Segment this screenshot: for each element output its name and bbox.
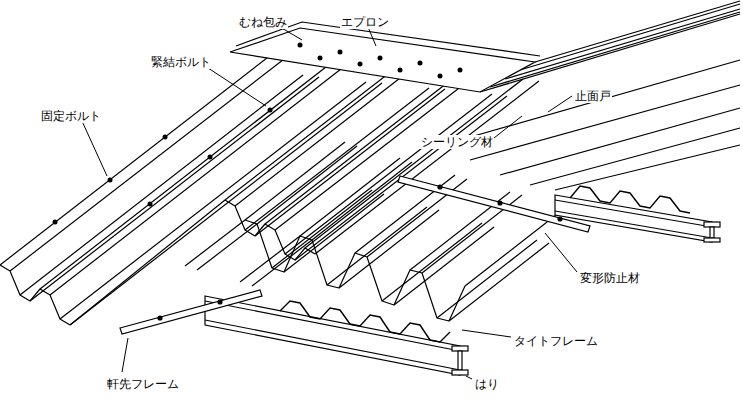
frames [120, 176, 590, 334]
label-holder: 固定ボルト [40, 106, 102, 124]
part-label: エプロン [340, 15, 390, 29]
part-label: シーリング材 [420, 135, 494, 149]
leader-lines [82, 27, 577, 379]
apron [230, 22, 540, 92]
part-label: 変形防止材 [579, 271, 641, 285]
label-holder: 軒先フレーム [106, 374, 180, 392]
label-holder: 止面戸 [574, 86, 612, 104]
label-holder: むね包み [238, 12, 288, 30]
label-holder: 変形防止材 [579, 268, 641, 286]
tight-frame [280, 186, 690, 342]
part-label: はり [474, 377, 500, 391]
bolts [53, 108, 273, 225]
part-label: タイトフレーム [513, 334, 599, 348]
part-label: 固定ボルト [40, 109, 102, 123]
label-holder: エプロン [340, 12, 390, 30]
part-label: 止面戸 [574, 89, 612, 103]
part-label: むね包み [238, 15, 288, 29]
lower-deck [185, 142, 565, 321]
part-label: 軒先フレーム [106, 377, 180, 391]
part-label: 緊結ボルト [150, 55, 212, 69]
label-holder: シーリング材 [420, 132, 494, 150]
roof-sheet [0, 1, 740, 325]
label-holder: はり [474, 374, 500, 392]
label-holder: タイトフレーム [513, 331, 599, 349]
label-holder: 緊結ボルト [150, 52, 212, 70]
beams [205, 195, 720, 375]
